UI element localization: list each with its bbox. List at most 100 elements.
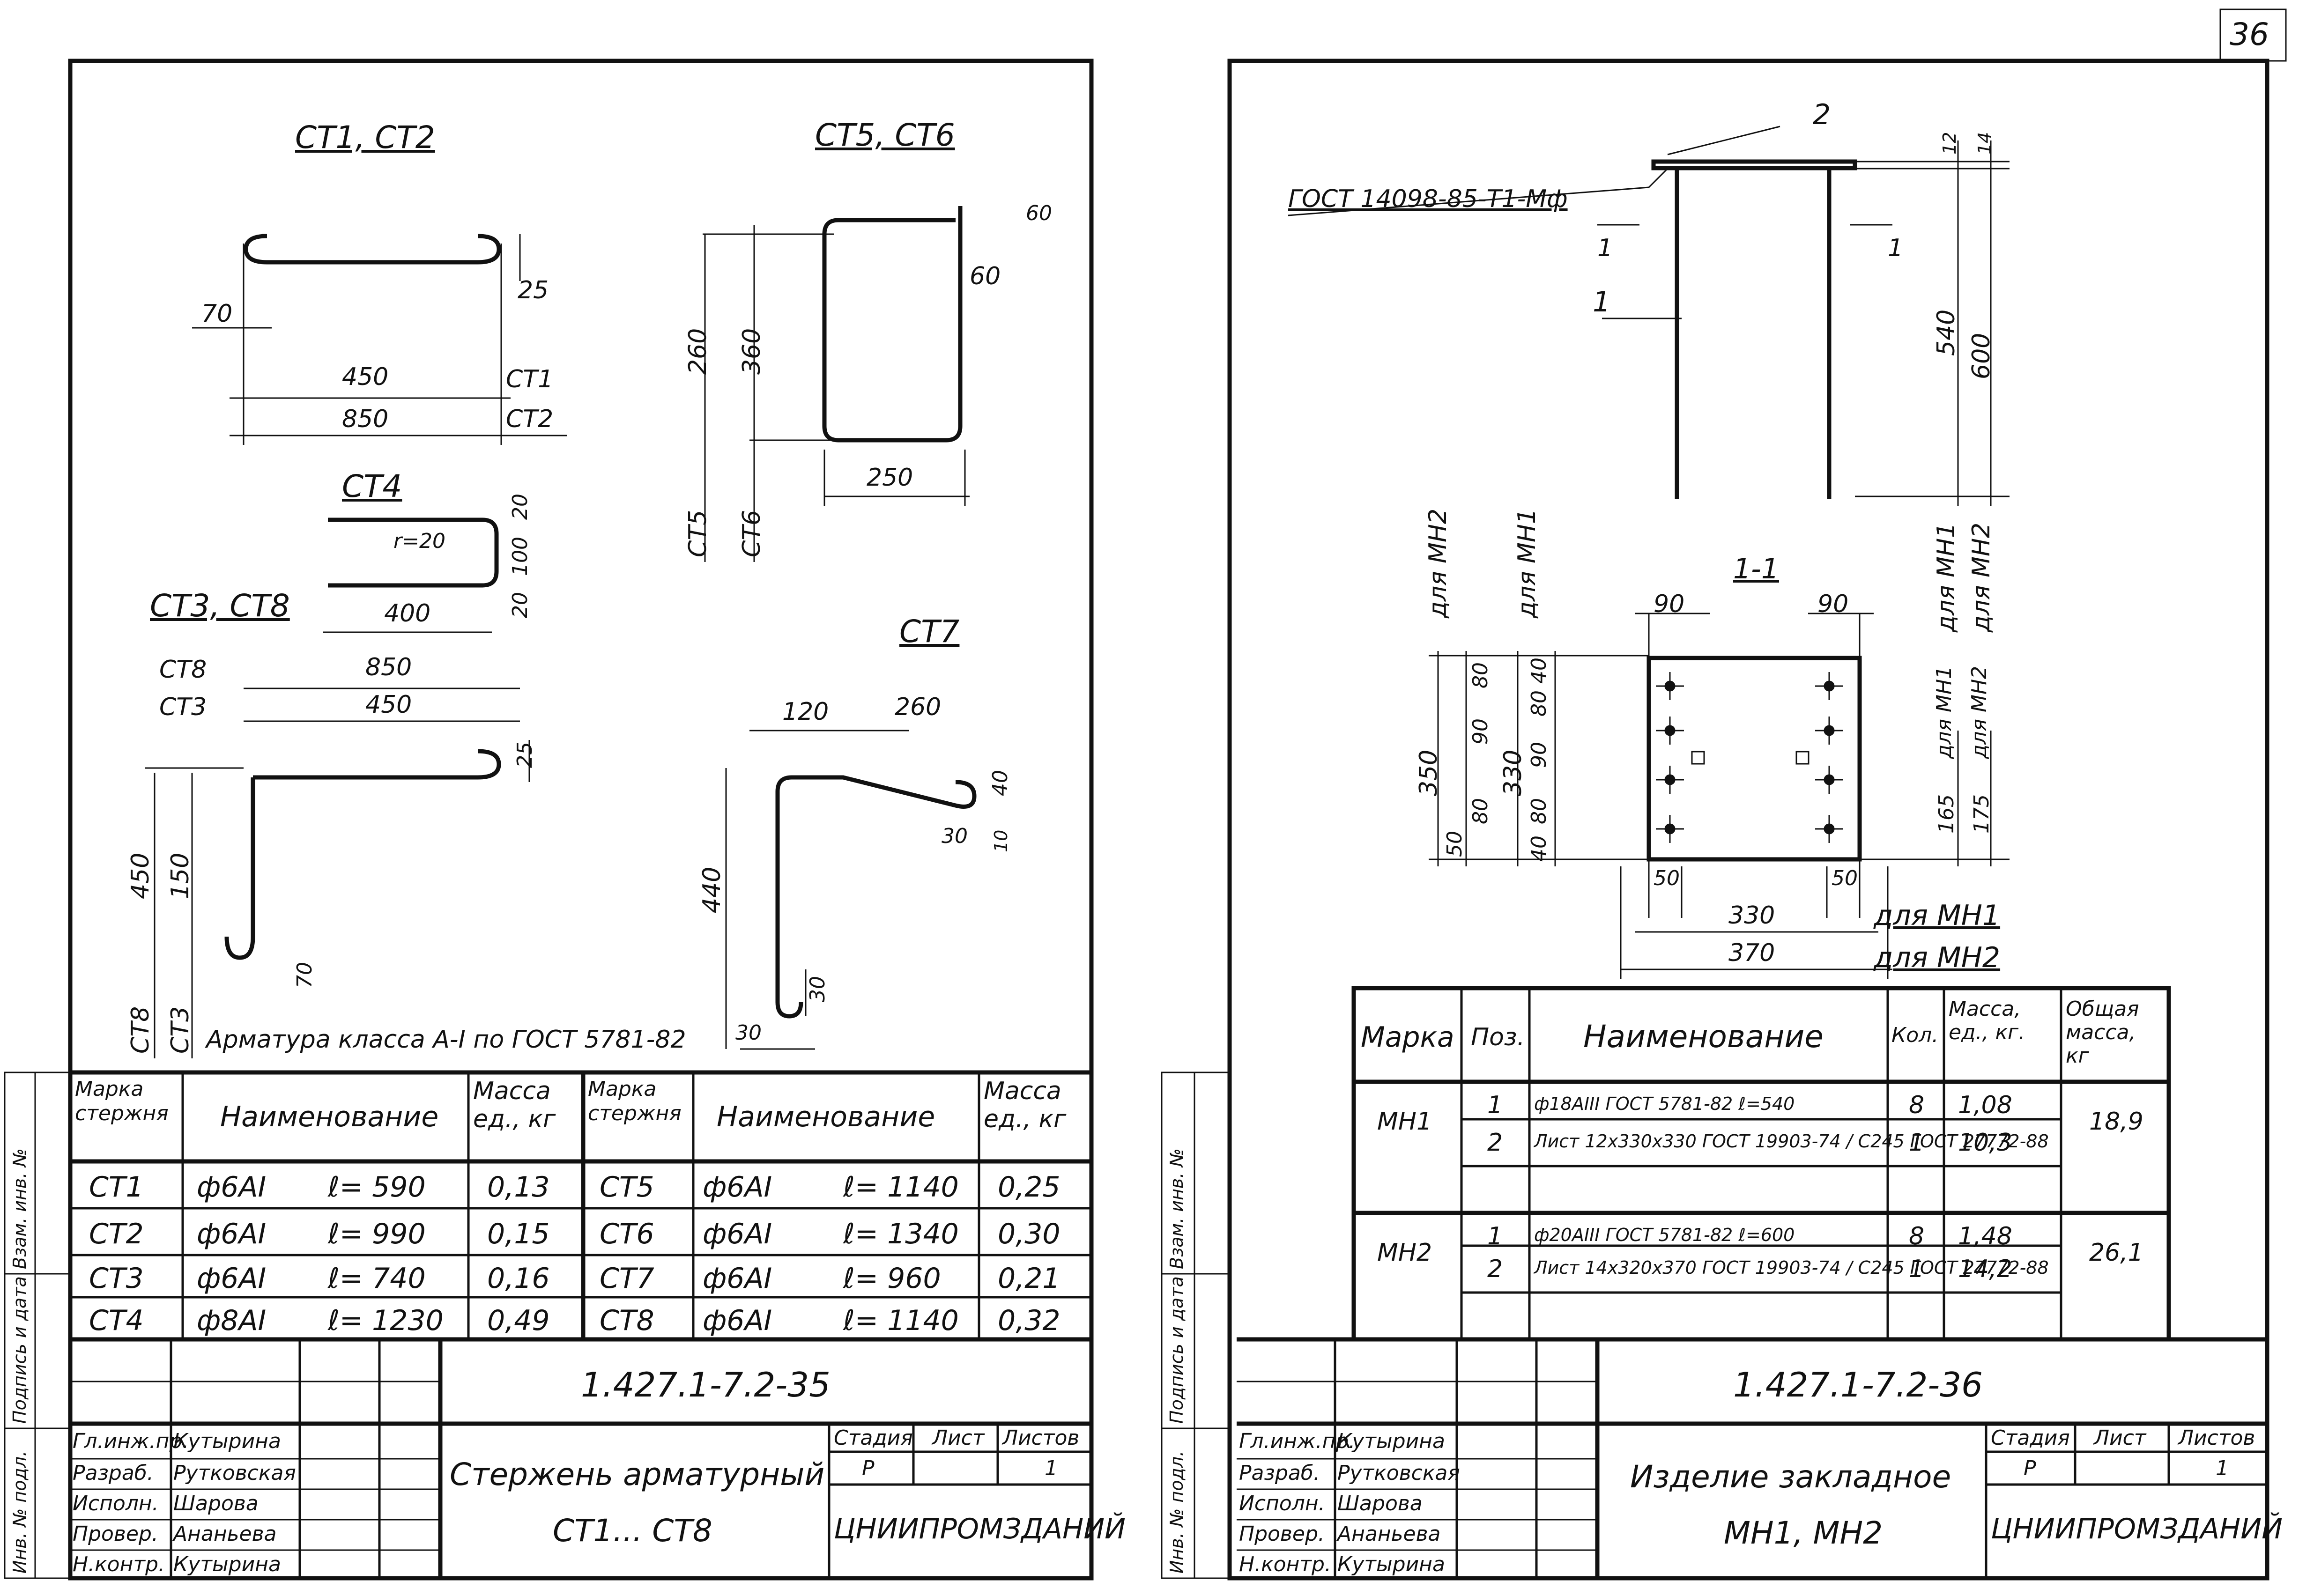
table-cell: ℓ= 590 bbox=[328, 1171, 426, 1204]
table-header: Наименование bbox=[1583, 1019, 1824, 1055]
table-cell: МН1 bbox=[1377, 1108, 1432, 1136]
dim-label: 850 bbox=[342, 405, 389, 433]
dim-label: 90 bbox=[1654, 590, 1685, 618]
table-cell: 1,48 bbox=[1958, 1222, 2012, 1250]
table-cell: ф6АI bbox=[703, 1262, 772, 1295]
bar-label: СТ8 bbox=[159, 656, 207, 684]
table-cell: 0,49 bbox=[487, 1304, 550, 1337]
gost-label: ГОСТ 14098-85-Т1-Мф bbox=[1288, 185, 1568, 213]
table-cell: ф6АI bbox=[197, 1262, 267, 1295]
dim-label: 25 bbox=[518, 276, 549, 304]
side-stamp-label: Подпись и дата bbox=[1166, 1276, 1187, 1424]
signature-name: Кутырина bbox=[1337, 1552, 1445, 1576]
table-cell: ф20АIII ГОСТ 5781-82 ℓ=600 bbox=[1534, 1225, 1795, 1245]
table-header: Марка стержня bbox=[588, 1077, 682, 1125]
for-mn2-label: для МН2 bbox=[1967, 665, 1991, 759]
signature-role: Исполн. bbox=[1239, 1492, 1325, 1515]
stage-label: Стадия bbox=[1991, 1426, 2070, 1450]
signature-name: Шарова bbox=[1337, 1492, 1423, 1515]
dim-label: 90 bbox=[1468, 718, 1492, 745]
ct5-ct6-title: СТ5, СТ6 bbox=[815, 117, 955, 153]
organization: ЦНИИПРОМЗДАНИЙ bbox=[1991, 1513, 2283, 1545]
rebar-class-note: Арматура класса А-I по ГОСТ 5781-82 bbox=[206, 1026, 686, 1054]
signature-role: Разраб. bbox=[73, 1461, 154, 1485]
signature-role: Исполн. bbox=[73, 1492, 159, 1515]
table-cell: 0,32 bbox=[998, 1304, 1061, 1337]
table-cell: 1 bbox=[1487, 1091, 1503, 1119]
dim-label: 540 bbox=[1932, 309, 1960, 356]
table-cell: 0,25 bbox=[998, 1171, 1061, 1204]
for-mn2-label: для МН2 bbox=[1874, 941, 2001, 974]
side-stamp-label: Инв. № подл. bbox=[1166, 1450, 1187, 1574]
table-cell: ℓ= 740 bbox=[328, 1262, 426, 1295]
table-cell: 26,1 bbox=[2089, 1239, 2143, 1267]
dim-label: 50 bbox=[1443, 831, 1467, 857]
dim-label: 50 bbox=[1832, 866, 1858, 890]
section-mark: 1 bbox=[1888, 234, 1904, 262]
dim-label: 350 bbox=[1415, 749, 1443, 796]
table-cell: 2 bbox=[1487, 1129, 1503, 1157]
position-mark: 1 bbox=[1593, 286, 1611, 318]
table-cell: ℓ= 1340 bbox=[843, 1218, 959, 1250]
side-stamp-label: Инв. № подл. bbox=[9, 1450, 30, 1574]
table-cell: ℓ= 960 bbox=[843, 1262, 941, 1295]
bar-label: СТ8 bbox=[126, 1006, 155, 1054]
bar-label: СТ3 bbox=[166, 1006, 194, 1054]
dim-label: 360 bbox=[738, 328, 766, 375]
table-cell: 1 bbox=[1909, 1255, 1925, 1283]
table-cell: ℓ= 1140 bbox=[843, 1304, 959, 1337]
dim-label: 30 bbox=[942, 824, 968, 848]
organization: ЦНИИПРОМЗДАНИЙ bbox=[834, 1513, 1126, 1545]
signature-role: Разраб. bbox=[1239, 1461, 1320, 1485]
table-cell: ф6АI bbox=[703, 1171, 772, 1204]
dim-label: 330 bbox=[1499, 749, 1527, 796]
drawing-code: 1.427.1-7.2-36 bbox=[1733, 1365, 1983, 1404]
signature-name: Кутырина bbox=[173, 1429, 281, 1453]
table-header: Масса ед., кг bbox=[473, 1077, 556, 1133]
for-mn1-label: для МН1 bbox=[1932, 665, 1956, 759]
bar-label: СТ3 bbox=[159, 693, 207, 721]
signature-name: Ананьева bbox=[173, 1522, 277, 1546]
sheets-value: 1 bbox=[2216, 1456, 2229, 1480]
table-cell: 18,9 bbox=[2089, 1108, 2143, 1136]
bar-label: СТ1 bbox=[506, 365, 554, 393]
table-cell: ℓ= 1140 bbox=[843, 1171, 959, 1204]
table-cell: ф6АI bbox=[197, 1218, 267, 1250]
dim-label: 260 bbox=[895, 693, 942, 721]
signature-name: Кутырина bbox=[1337, 1429, 1445, 1453]
dim-label: 14 bbox=[1974, 132, 1995, 155]
table-cell: ф6АI bbox=[703, 1218, 772, 1250]
signature-name: Рутковская bbox=[173, 1461, 296, 1485]
dim-label: r=20 bbox=[393, 529, 445, 553]
for-mn2-label: для МН2 bbox=[1424, 508, 1452, 618]
dim-label: 60 bbox=[1026, 201, 1052, 225]
sheet-number: 36 bbox=[2230, 16, 2269, 52]
dim-label: 80 bbox=[1468, 798, 1492, 824]
table-header: Масса, ед., кг. bbox=[1949, 997, 2025, 1044]
dim-label: 30 bbox=[735, 1021, 762, 1045]
for-mn1-label: для МН1 bbox=[1513, 508, 1541, 618]
table-cell: 14,2 bbox=[1958, 1255, 2012, 1283]
dim-label: 50 bbox=[1654, 866, 1680, 890]
dim-label: 850 bbox=[365, 653, 412, 681]
dim-label: 70 bbox=[293, 962, 317, 988]
dim-label: 450 bbox=[342, 363, 389, 391]
signature-name: Кутырина bbox=[173, 1552, 281, 1576]
table-cell: СТ8 bbox=[600, 1304, 654, 1337]
signature-role: Н.контр. bbox=[73, 1552, 165, 1576]
sheet-label: Лист bbox=[2094, 1426, 2146, 1450]
signature-name: Шарова bbox=[173, 1492, 259, 1515]
dim-label: 250 bbox=[867, 464, 913, 492]
signature-role: Провер. bbox=[1239, 1522, 1325, 1546]
dim-label: 150 bbox=[166, 852, 194, 899]
stage-value: Р bbox=[862, 1456, 875, 1480]
table-cell: 10,3 bbox=[1958, 1129, 2012, 1157]
dim-label: 600 bbox=[1967, 332, 1995, 379]
dim-label: 400 bbox=[384, 599, 431, 628]
table-cell: 0,13 bbox=[487, 1171, 550, 1204]
dim-label: 90 bbox=[1527, 742, 1551, 768]
table-header: Общая масса, кг bbox=[2066, 997, 2139, 1068]
signature-role: Гл.инж.пр. bbox=[1239, 1429, 1356, 1453]
dim-label: 40 bbox=[1527, 835, 1551, 862]
dim-label: 70 bbox=[201, 300, 233, 328]
